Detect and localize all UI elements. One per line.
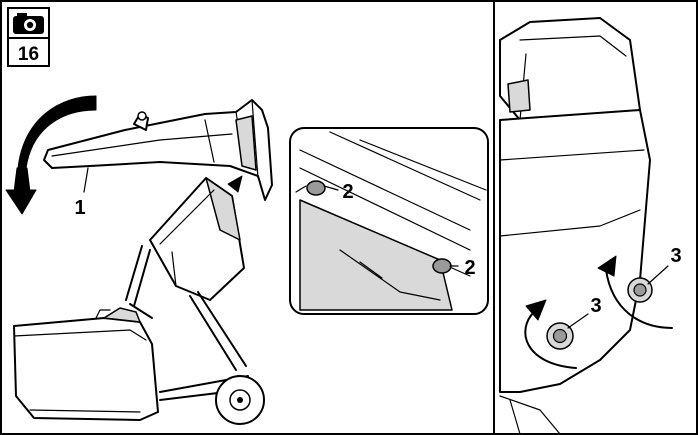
trolley-wheel xyxy=(215,375,265,425)
leader-3-right xyxy=(647,265,669,285)
knob-right xyxy=(627,277,653,303)
leader-3-left xyxy=(567,313,589,329)
leader-1 xyxy=(83,167,89,193)
callout-2-upper: 2 xyxy=(342,181,353,203)
rotate-arrow-right xyxy=(597,255,673,329)
hopper-closeup xyxy=(499,17,651,435)
callout-3-right: 3 xyxy=(670,245,681,267)
latch-upper xyxy=(295,180,326,196)
hopper-body xyxy=(149,177,245,301)
knob-left xyxy=(546,322,574,350)
pointer-arrow xyxy=(227,175,243,193)
collection-bin xyxy=(13,307,159,421)
callout-2-lower: 2 xyxy=(464,257,475,279)
callout-1: 1 xyxy=(74,197,85,219)
detail-inset xyxy=(289,127,489,315)
step-badge: 16 xyxy=(7,7,50,67)
camera-icon xyxy=(13,13,44,34)
hopper-lid xyxy=(43,99,273,201)
leader-2-upper xyxy=(323,185,339,191)
rotate-arrow-left-knob xyxy=(524,299,577,369)
step-number: 16 xyxy=(18,44,39,65)
callout-3-left: 3 xyxy=(590,295,601,317)
rotate-arrow-left xyxy=(5,95,97,215)
